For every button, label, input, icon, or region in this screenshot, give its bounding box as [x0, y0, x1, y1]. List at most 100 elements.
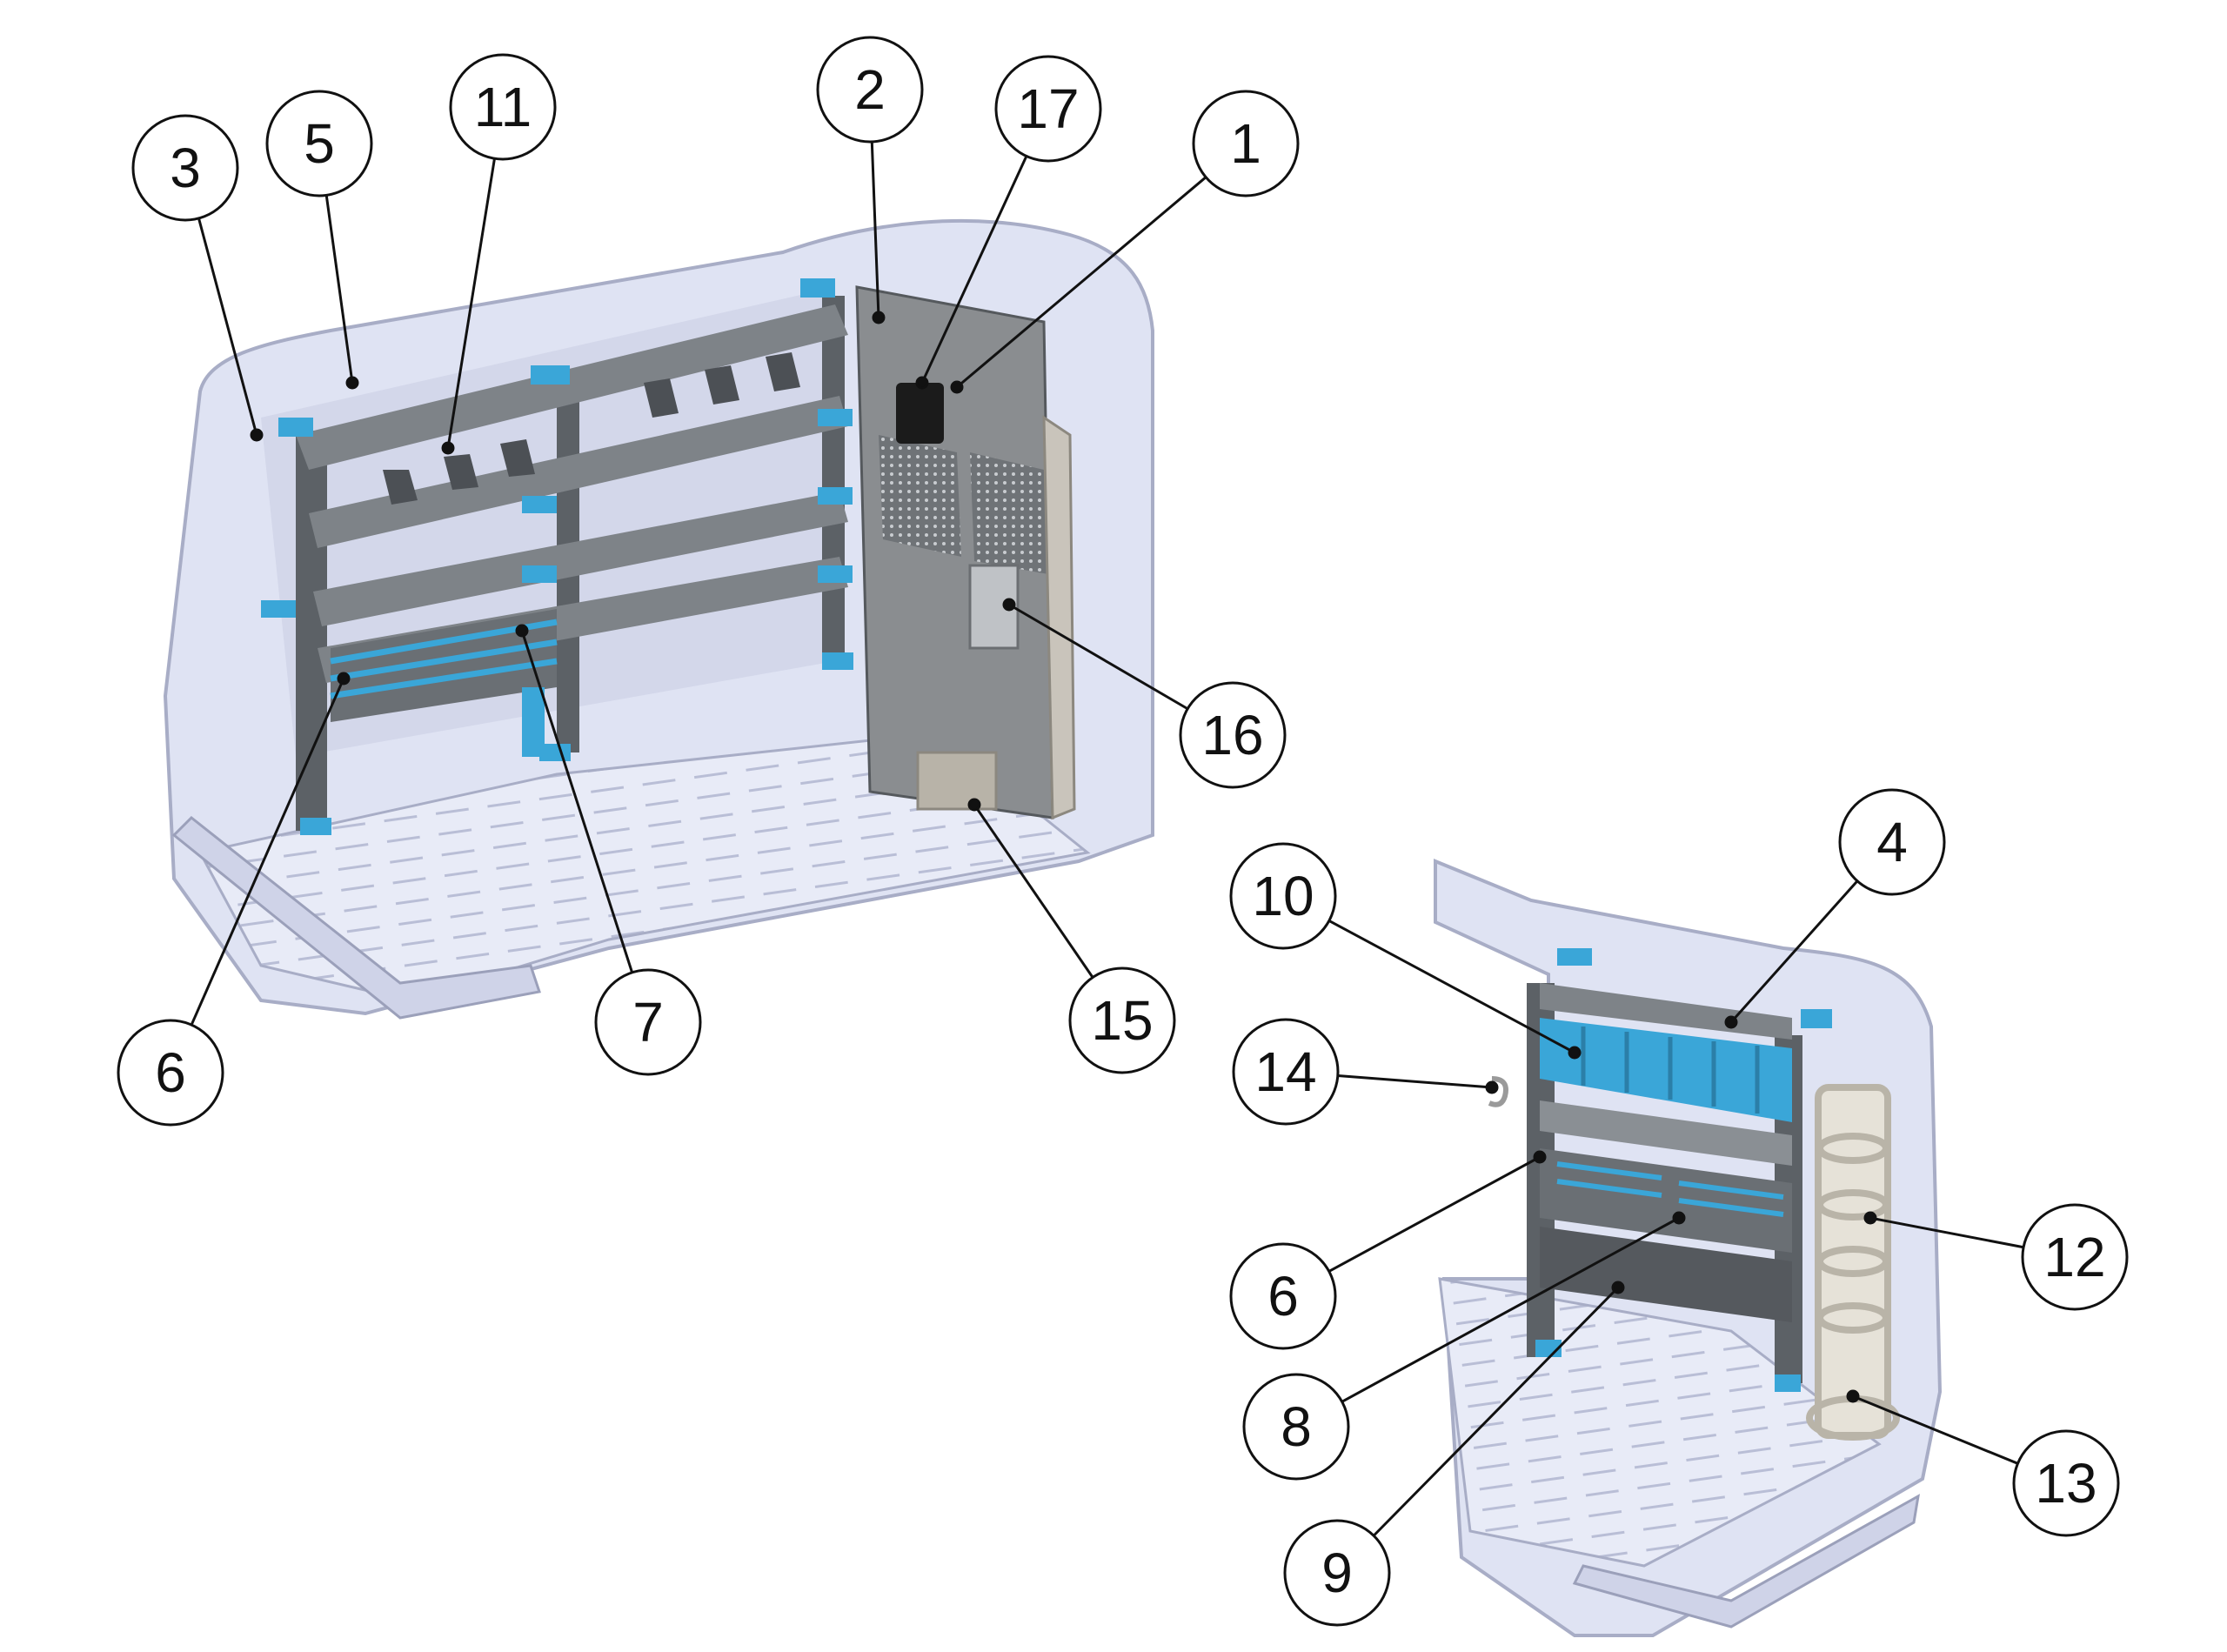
rear-step-left [171, 815, 541, 1020]
callout-label-c11: 11 [474, 76, 532, 138]
leader-line-c17 [920, 155, 1028, 384]
callout-circle-c8 [1242, 1373, 1350, 1481]
callout-label-c15: 15 [1091, 989, 1153, 1052]
callout-circle-c5 [265, 90, 373, 197]
leader-line-c7 [520, 630, 634, 973]
leader-arrowhead-c8 [1672, 1211, 1686, 1225]
leader-arrowhead-c14 [1485, 1080, 1499, 1094]
callout-label-c4: 4 [1876, 811, 1908, 873]
bin-shelf-dividers [1581, 1027, 1760, 1114]
leader-arrowhead-c15 [967, 798, 981, 812]
callout-circle-c2 [816, 36, 924, 144]
callout-label-c13: 13 [2035, 1452, 2097, 1515]
leader-line-c8 [1341, 1216, 1680, 1403]
leader-arrowhead-c3 [250, 428, 264, 442]
leader-arrowhead-c1 [950, 380, 964, 394]
leader-arrowhead-c2 [872, 311, 886, 324]
callout-label-c2: 2 [854, 58, 886, 121]
drawer-handles-right [1556, 1161, 1784, 1217]
callout-circle-c1 [1192, 90, 1300, 197]
leader-line-c12 [1869, 1216, 2024, 1249]
leader-line-c16 [1008, 603, 1188, 711]
drawer-bins [330, 609, 558, 722]
leader-arrowhead-c17 [915, 376, 929, 390]
leader-line-c1 [956, 176, 1207, 389]
callout-circle-c13 [2012, 1429, 2120, 1537]
leader-line-c11 [446, 158, 496, 449]
callout-circle-c12 [2021, 1203, 2129, 1311]
callout-circle-c11 [449, 53, 557, 161]
mounting-brackets-right [1535, 948, 1832, 1392]
upright-front [296, 431, 327, 831]
left-side-shelving-view [163, 218, 1154, 1020]
rear-step-right [1572, 1494, 1920, 1629]
leader-arrowhead-c6a [337, 672, 351, 686]
mid-shelf [1540, 1100, 1792, 1166]
cylinder-rack [1806, 1084, 1900, 1441]
leader-arrowhead-c11 [441, 441, 455, 455]
callout-circle-c10 [1229, 842, 1337, 950]
leader-line-c5 [324, 195, 354, 384]
shelf-top [296, 304, 848, 470]
shelving-unit-left [261, 278, 853, 835]
bulkhead-partition [855, 285, 1076, 820]
leader-arrowhead-c9 [1611, 1281, 1625, 1294]
callout-label-c7: 7 [632, 991, 664, 1053]
leader-line-c13 [1852, 1395, 2019, 1465]
callout-label-c1: 1 [1230, 112, 1261, 175]
kick-plate [916, 751, 998, 811]
leader-line-c3 [197, 217, 258, 436]
leader-arrowhead-c6b [1533, 1150, 1547, 1164]
callout-circle-c6b [1229, 1242, 1337, 1350]
drawer-section [1540, 1148, 1792, 1253]
callout-circle-c7 [594, 968, 702, 1076]
callout-label-c6b: 6 [1267, 1265, 1299, 1328]
callout-label-c12: 12 [2043, 1226, 2105, 1288]
leader-arrowhead-c10 [1568, 1046, 1582, 1060]
shelf-dividers [383, 352, 800, 505]
callout-circle-c14 [1232, 1018, 1340, 1126]
callout-label-c17: 17 [1017, 77, 1079, 140]
callout-circle-c9 [1283, 1519, 1391, 1627]
leader-line-c9 [1373, 1286, 1620, 1537]
callout-circle-c4 [1838, 788, 1946, 896]
callout-label-c9: 9 [1321, 1542, 1353, 1604]
callout-label-c3: 3 [170, 137, 201, 199]
fire-extinguisher-mount [896, 383, 944, 444]
leader-arrowhead-c5 [345, 376, 359, 390]
leader-line-c15 [973, 804, 1094, 979]
utility-hook [1488, 1076, 1508, 1107]
wheel-well-bracket [522, 687, 545, 757]
callout-circle-c6a [117, 1019, 224, 1127]
callout-label-c6a: 6 [155, 1041, 186, 1104]
leader-arrowhead-c12 [1863, 1211, 1877, 1225]
leader-arrowhead-c7 [515, 624, 529, 638]
right-side-shelving-view [1434, 859, 1943, 1637]
leader-line-c4 [1729, 880, 1859, 1023]
leader-arrowhead-c16 [1002, 598, 1016, 612]
callout-circle-c3 [131, 114, 239, 222]
leader-arrowhead-c13 [1846, 1389, 1860, 1403]
callout-label-c8: 8 [1281, 1395, 1312, 1458]
mounting-brackets [261, 278, 853, 835]
callout-label-c16: 16 [1201, 704, 1263, 766]
leader-line-c6b [1328, 1155, 1541, 1273]
leader-arrowhead-c4 [1724, 1015, 1738, 1029]
callout-circle-c15 [1068, 966, 1176, 1074]
leader-line-c14 [1337, 1074, 1493, 1089]
shelf-3 [313, 492, 848, 626]
callout-label-c14: 14 [1254, 1040, 1316, 1103]
leader-line-c2 [870, 141, 880, 318]
callout-circle-c16 [1179, 681, 1287, 789]
upright-rear [822, 296, 845, 661]
cargo-floor-left [197, 738, 1091, 1002]
lower-shelf [1540, 1227, 1792, 1322]
callout-circle-c17 [994, 55, 1102, 163]
bin-shelf [1540, 1018, 1792, 1122]
callout-label-c5: 5 [304, 112, 335, 175]
shelf-2 [309, 396, 848, 548]
leader-line-c6a [190, 678, 345, 1026]
callout-label-c10: 10 [1252, 865, 1314, 927]
